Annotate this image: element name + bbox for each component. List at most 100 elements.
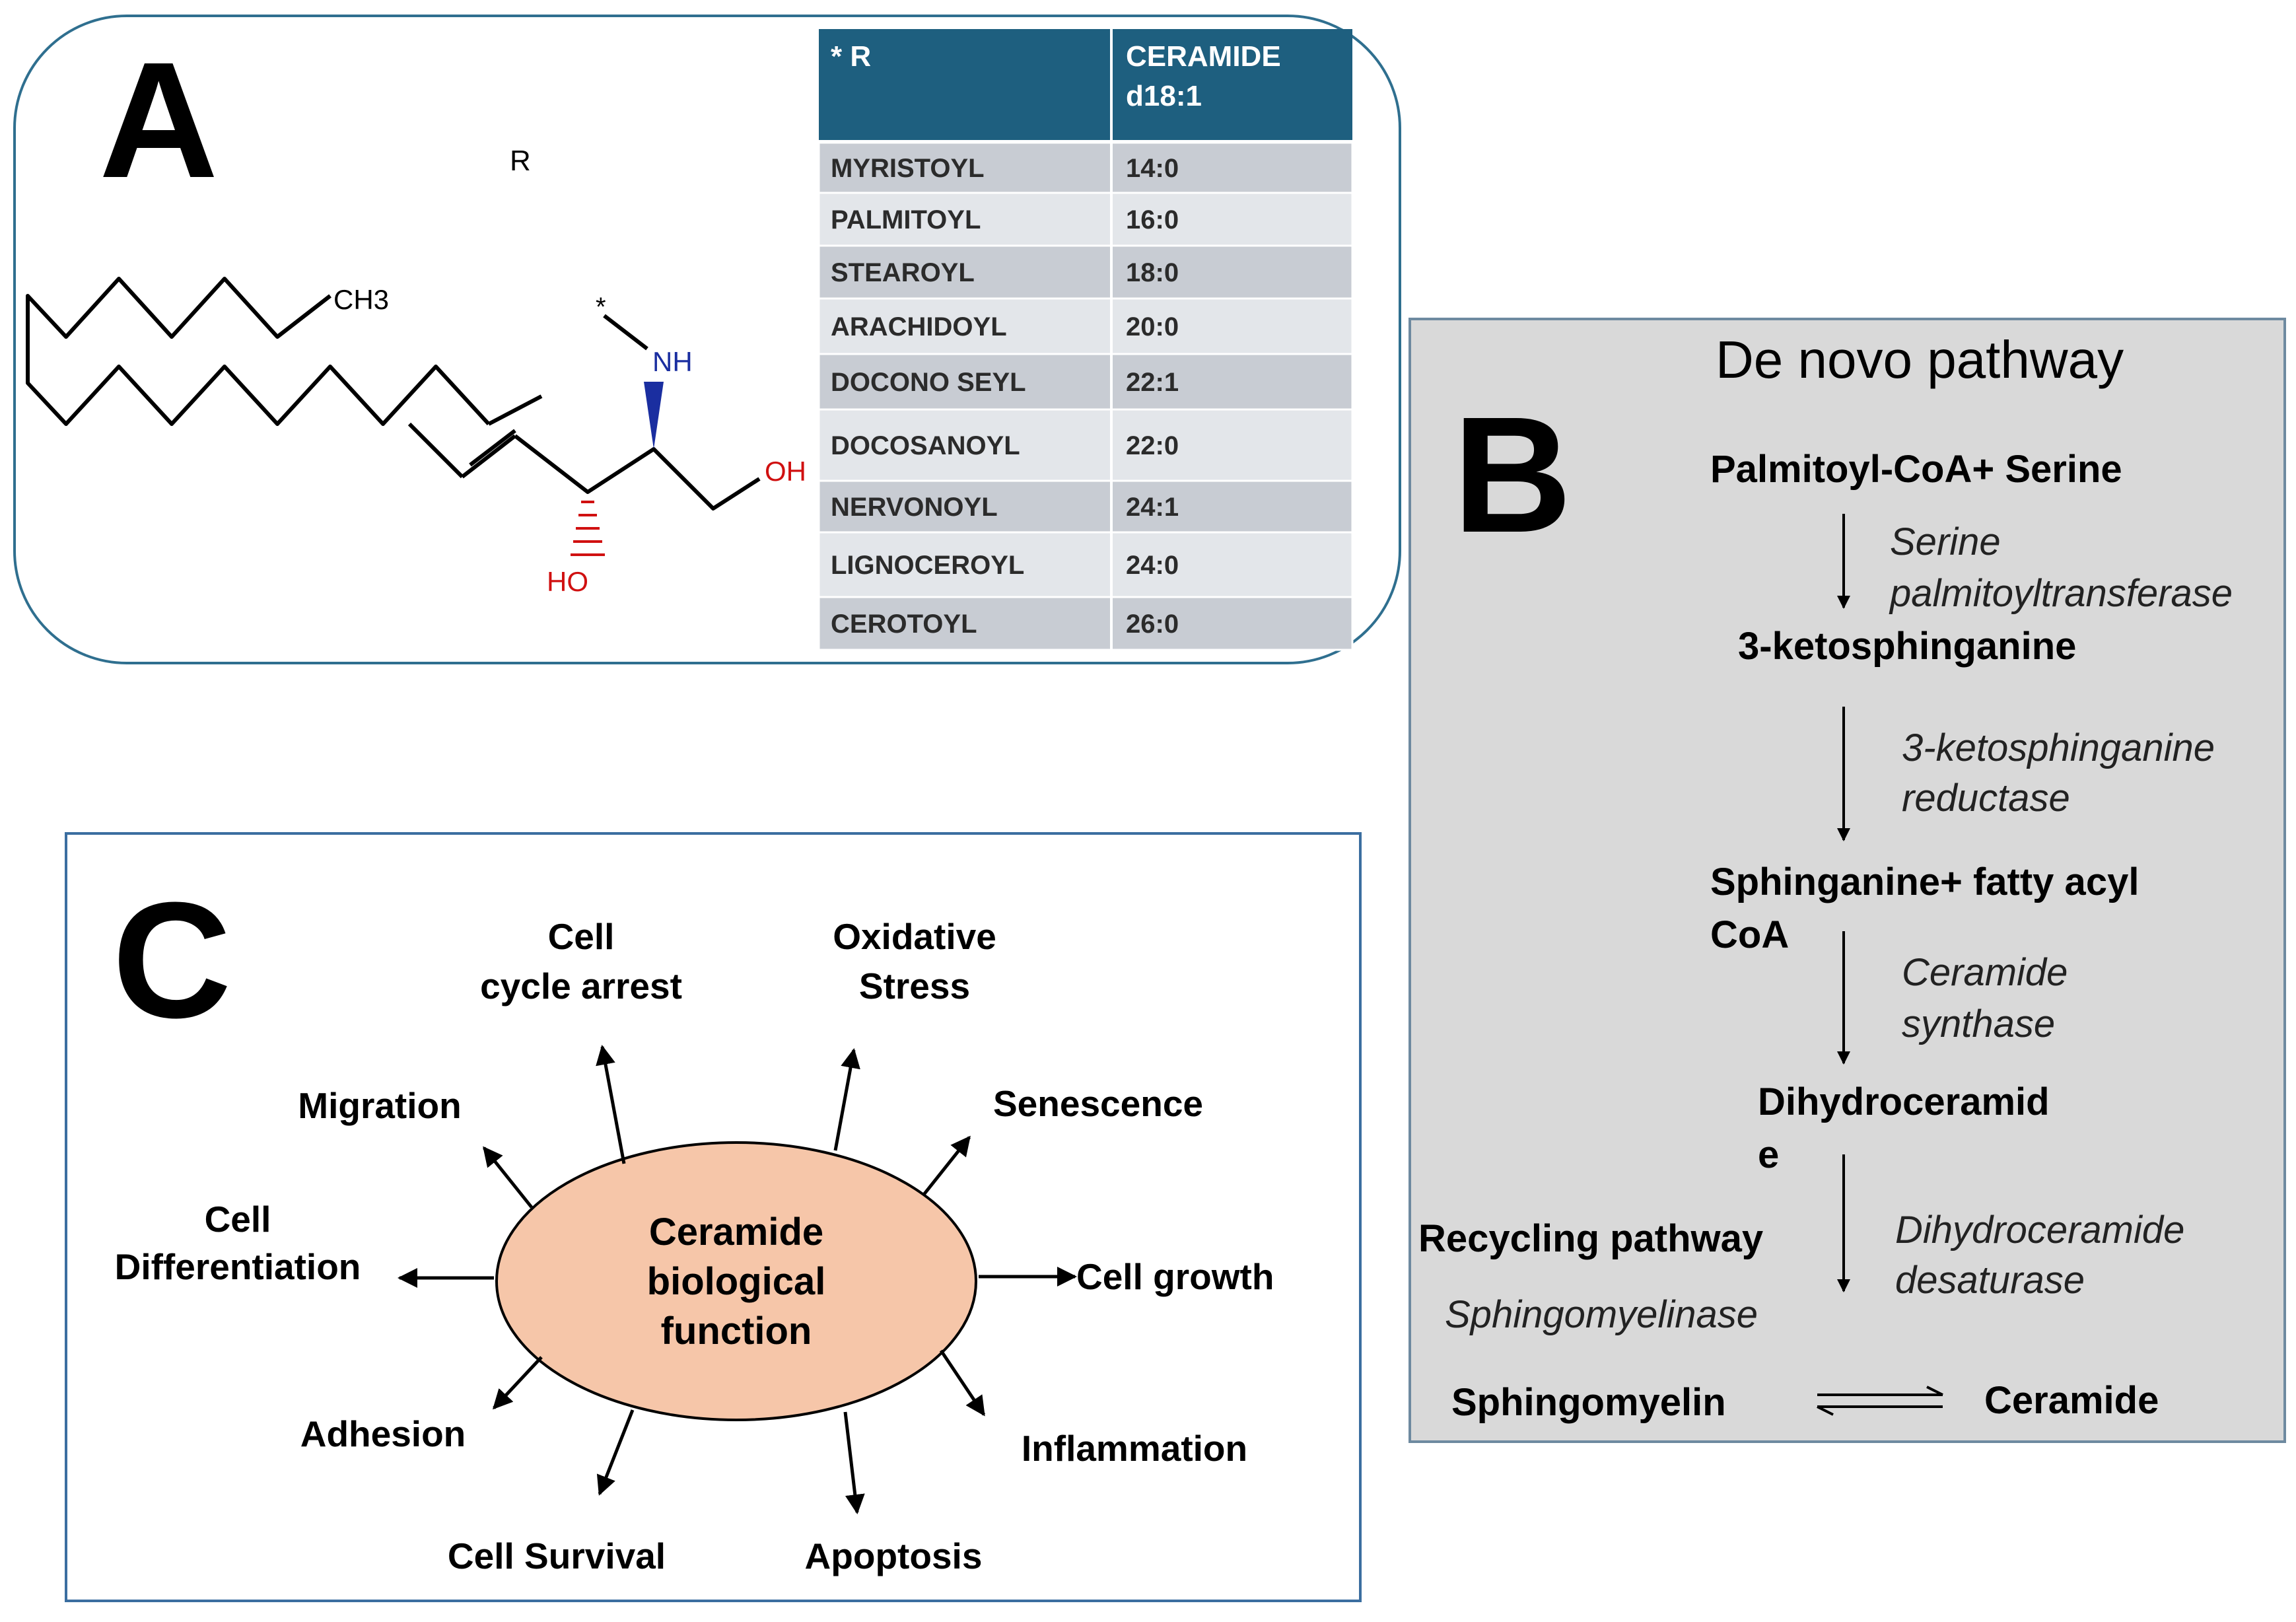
arrow-cell-cycle: [596, 1045, 626, 1164]
panel-a-letter: A: [99, 28, 219, 212]
table-cell-acyl: STEAROYL: [831, 258, 975, 287]
center-line-1: Ceramide: [649, 1211, 823, 1253]
table-cell-acyl: DOCONO SEYL: [831, 368, 1026, 397]
enzyme-ceramide: Ceramide: [1902, 951, 2068, 994]
table-row: [818, 141, 1354, 194]
step-coa: CoA: [1710, 913, 1789, 956]
panel-b-frame: [1409, 318, 2286, 1443]
table-cell-acyl: DOCOSANOYL: [831, 431, 1020, 460]
label-differentiation: Differentiation: [115, 1246, 361, 1287]
step-sphinganine: Sphinganine+ fatty acyl: [1710, 861, 2139, 903]
panel-c: C Ceramide biological function Cell cycl…: [65, 832, 1362, 1602]
step-palmitoyl-coa: Palmitoyl-CoA+ Serine: [1710, 448, 2122, 491]
step-dihydroceramide-e: e: [1758, 1133, 1779, 1176]
enzyme-desaturase: desaturase: [1895, 1259, 2085, 1302]
step-3-ketosphinganine: 3-ketosphinganine: [1738, 625, 2076, 668]
enzyme-sphingomyelinase: Sphingomyelinase: [1445, 1293, 1758, 1336]
table-cell-acyl: MYRISTOYL: [831, 154, 985, 183]
table-cell-ceramide: 20:0: [1126, 312, 1179, 341]
label-cycle-arrest: cycle arrest: [480, 966, 682, 1006]
label-migration: Migration: [298, 1085, 461, 1126]
table-cell-ceramide: 22:0: [1126, 431, 1179, 460]
enzyme-reductase: reductase: [1902, 777, 2070, 820]
double-bond-main: [461, 434, 516, 479]
table-cell-acyl: ARACHIDOYL: [831, 312, 1007, 341]
center-line-3: function: [661, 1310, 812, 1353]
label-cell: Cell: [548, 916, 615, 957]
table-cell-acyl: NERVONOYL: [831, 493, 998, 522]
table-row: [818, 192, 1354, 247]
center-line-2: biological: [647, 1260, 826, 1303]
oh-label: OH: [765, 456, 806, 487]
table-row: [818, 244, 1354, 300]
table-row: [818, 596, 1354, 651]
arrow-migration: [483, 1146, 533, 1209]
double-bond-inner: [469, 429, 516, 467]
sphingomyelin-label: Sphingomyelin: [1451, 1381, 1726, 1424]
panel-c-letter: C: [112, 868, 232, 1052]
table-cell-ceramide: 18:0: [1126, 258, 1179, 287]
enzyme-synthase: synthase: [1902, 1003, 2055, 1045]
enzyme-palmitoyltransferase: palmitoyltransferase: [1889, 572, 2233, 615]
chain-to-double: [487, 394, 543, 426]
table-cell-ceramide: 16:0: [1126, 205, 1179, 234]
recycling-pathway-label: Recycling pathway: [1418, 1217, 1763, 1260]
table-header-r: * R: [831, 40, 871, 73]
label-oxidative: Oxidative: [833, 916, 996, 957]
label-apoptosis: Apoptosis: [805, 1535, 983, 1576]
fatty-chain-top: [26, 277, 491, 426]
table-cell-acyl: CEROTOYL: [831, 610, 977, 639]
panel-a: A R CH3 * NH OH HO * R CERAMIDE d18:1MYRIS…: [13, 15, 1401, 664]
arrow-apoptosis: [843, 1411, 865, 1514]
ceramide-structure: [26, 277, 761, 511]
enzyme-serine: Serine: [1890, 520, 2001, 563]
nh-wedge: [644, 382, 664, 449]
ho-hash: [571, 501, 605, 556]
table-header-ceramide: CERAMIDE: [1126, 40, 1281, 73]
label-adhesion: Adhesion: [300, 1413, 466, 1454]
table-cell-ceramide: 26:0: [1126, 610, 1179, 639]
enzyme-3-ketosphinganine: 3-ketosphinganine: [1902, 726, 2215, 769]
table-row: [818, 297, 1354, 355]
table-row: [818, 353, 1354, 411]
function-arrows: [398, 1045, 1077, 1514]
step-dihydroceramide: Dihydroceramid: [1758, 1080, 2050, 1123]
label-senescence: Senescence: [993, 1083, 1203, 1124]
star-label: *: [596, 293, 606, 322]
table-cell-ceramide: 24:0: [1126, 551, 1179, 580]
table-header-d18: d18:1: [1126, 80, 1202, 112]
ch3-bond: [276, 294, 331, 339]
table-header-bg: [819, 29, 1352, 140]
table-cell-ceramide: 24:1: [1126, 493, 1179, 522]
panel-b-letter: B: [1453, 382, 1572, 567]
label-inflammation: Inflammation: [1022, 1428, 1247, 1469]
pathway-title: De novo pathway: [1716, 330, 2124, 389]
r-label: R: [510, 145, 531, 177]
table-cell-acyl: PALMITOYL: [831, 205, 981, 234]
table-row: [818, 531, 1354, 598]
arrow-oxidative: [833, 1048, 860, 1151]
table-cell-ceramide: 22:1: [1126, 368, 1179, 397]
equilibrium-arrows: [1817, 1386, 1943, 1416]
ho-label: HO: [547, 566, 588, 597]
arrow-inflammation: [939, 1349, 986, 1417]
panel-b: B De novo pathway Palmitoyl-CoA+ Serine …: [1409, 318, 2286, 1443]
table-cell-ceramide: 14:0: [1126, 154, 1179, 183]
table-cell-acyl: LIGNOCEROYL: [831, 551, 1024, 580]
label-cell-growth: Cell growth: [1076, 1256, 1274, 1297]
enzyme-dihydroceramide: Dihydroceramide: [1895, 1209, 2184, 1252]
label-cell-survival: Cell Survival: [448, 1535, 666, 1576]
nh-label: NH: [652, 346, 693, 377]
arrow-survival: [596, 1409, 635, 1496]
label-cell-diff: Cell: [205, 1199, 271, 1240]
label-stress: Stress: [859, 966, 970, 1006]
ceramide-function-ellipse: [495, 1141, 977, 1421]
table-row: [818, 479, 1354, 534]
chain-link: [407, 422, 464, 479]
ch3-label: CH3: [333, 284, 389, 315]
ceramide-label: Ceramide: [1984, 1379, 2159, 1422]
arrow-adhesion: [492, 1356, 543, 1410]
